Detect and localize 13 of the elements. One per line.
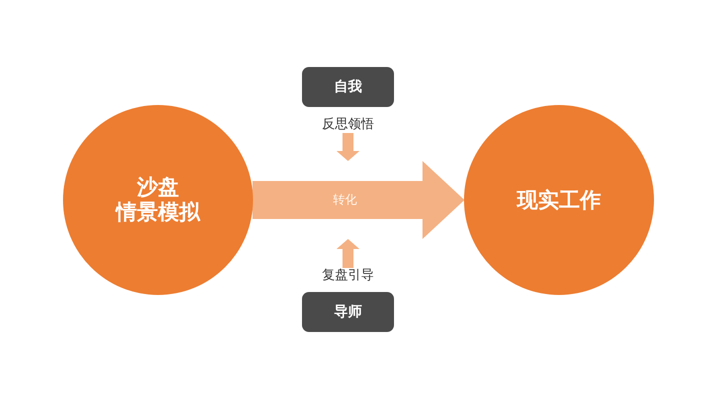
block-arrow <box>252 161 464 239</box>
label-box <box>302 67 394 107</box>
box-label: 自我 <box>334 78 362 96</box>
circle-label: 情景模拟 <box>116 200 200 225</box>
text-label: 反思领悟 <box>322 117 374 133</box>
circle-label: 现实工作 <box>517 188 601 212</box>
arrow <box>336 133 360 161</box>
text-label: 复盘引导 <box>322 268 374 284</box>
arrow <box>336 239 360 268</box>
circle-label: 沙盘 <box>137 175 179 200</box>
arrow-label: 转化 <box>333 192 357 208</box>
box-label: 导师 <box>334 303 362 321</box>
label-box <box>302 292 394 332</box>
